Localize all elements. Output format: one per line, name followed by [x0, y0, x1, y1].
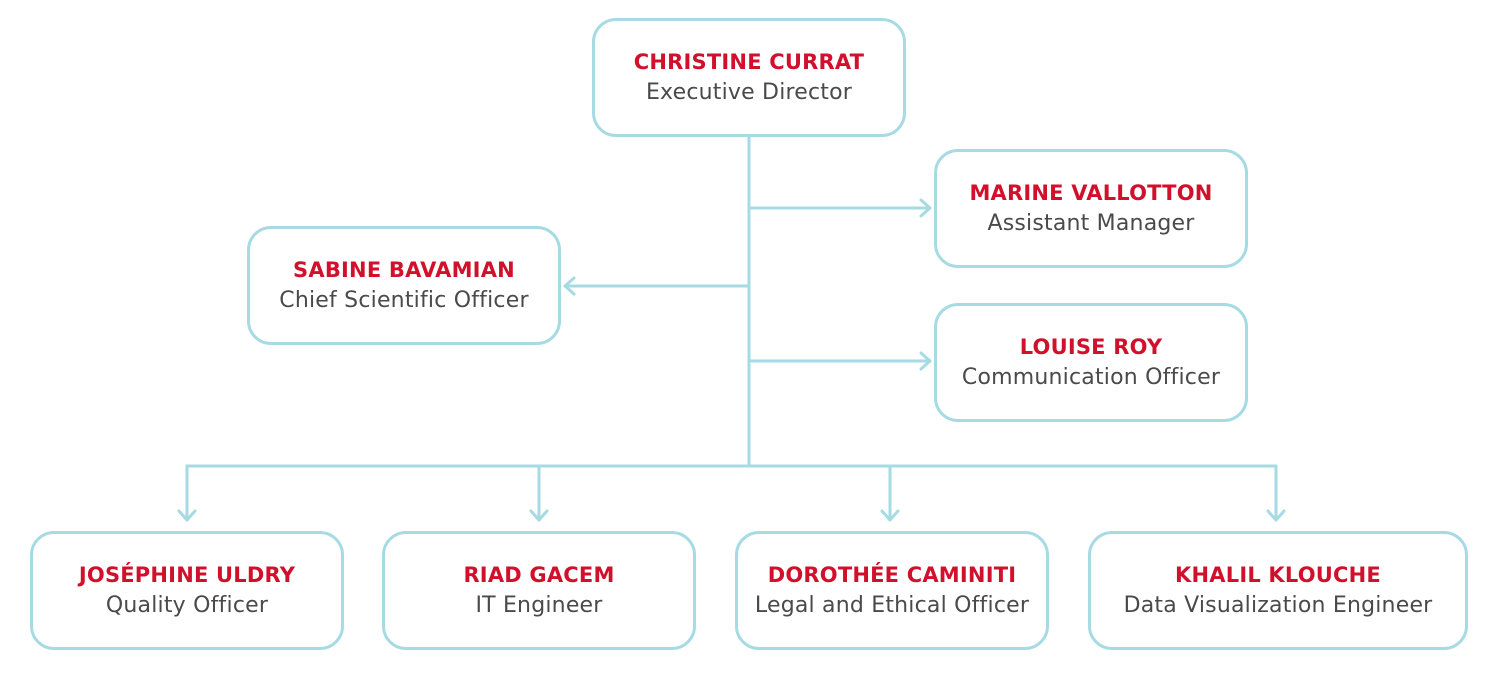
node-louise-roy: LOUISE ROY Communication Officer: [934, 303, 1248, 422]
arrowhead-louise: [919, 351, 932, 371]
arrowhead-josephine: [177, 509, 197, 522]
person-role: Data Visualization Engineer: [1123, 592, 1433, 618]
person-name: KHALIL KLOUCHE: [1175, 562, 1381, 587]
person-name: SABINE BAVAMIAN: [293, 257, 515, 282]
person-name: MARINE VALLOTTON: [969, 180, 1213, 205]
node-khalil-klouche: KHALIL KLOUCHE Data Visualization Engine…: [1088, 531, 1468, 650]
person-role: Executive Director: [645, 79, 853, 105]
arrowhead-marine: [919, 198, 932, 218]
person-name: LOUISE ROY: [1019, 334, 1163, 359]
person-role: IT Engineer: [475, 592, 603, 618]
node-josephine-uldry: JOSÉPHINE ULDRY Quality Officer: [30, 531, 344, 650]
person-name: CHRISTINE CURRAT: [633, 49, 865, 74]
arrowhead-riad: [529, 509, 549, 522]
person-role: Quality Officer: [105, 592, 269, 618]
node-riad-gacem: RIAD GACEM IT Engineer: [382, 531, 696, 650]
person-role: Assistant Manager: [987, 210, 1195, 236]
arrowhead-khalil: [1266, 509, 1286, 522]
node-christine-currat: CHRISTINE CURRAT Executive Director: [592, 18, 906, 137]
person-name: DOROTHÉE CAMINITI: [767, 562, 1017, 587]
node-dorothee-caminiti: DOROTHÉE CAMINITI Legal and Ethical Offi…: [735, 531, 1049, 650]
arrowhead-dorothee: [880, 509, 900, 522]
person-role: Chief Scientific Officer: [279, 287, 529, 313]
node-sabine-bavamian: SABINE BAVAMIAN Chief Scientific Officer: [247, 226, 561, 345]
person-name: RIAD GACEM: [463, 562, 615, 587]
arrowhead-sabine: [563, 276, 576, 296]
person-role: Communication Officer: [961, 364, 1221, 390]
person-role: Legal and Ethical Officer: [754, 592, 1030, 618]
person-name: JOSÉPHINE ULDRY: [78, 562, 296, 587]
node-marine-vallotton: MARINE VALLOTTON Assistant Manager: [934, 149, 1248, 268]
